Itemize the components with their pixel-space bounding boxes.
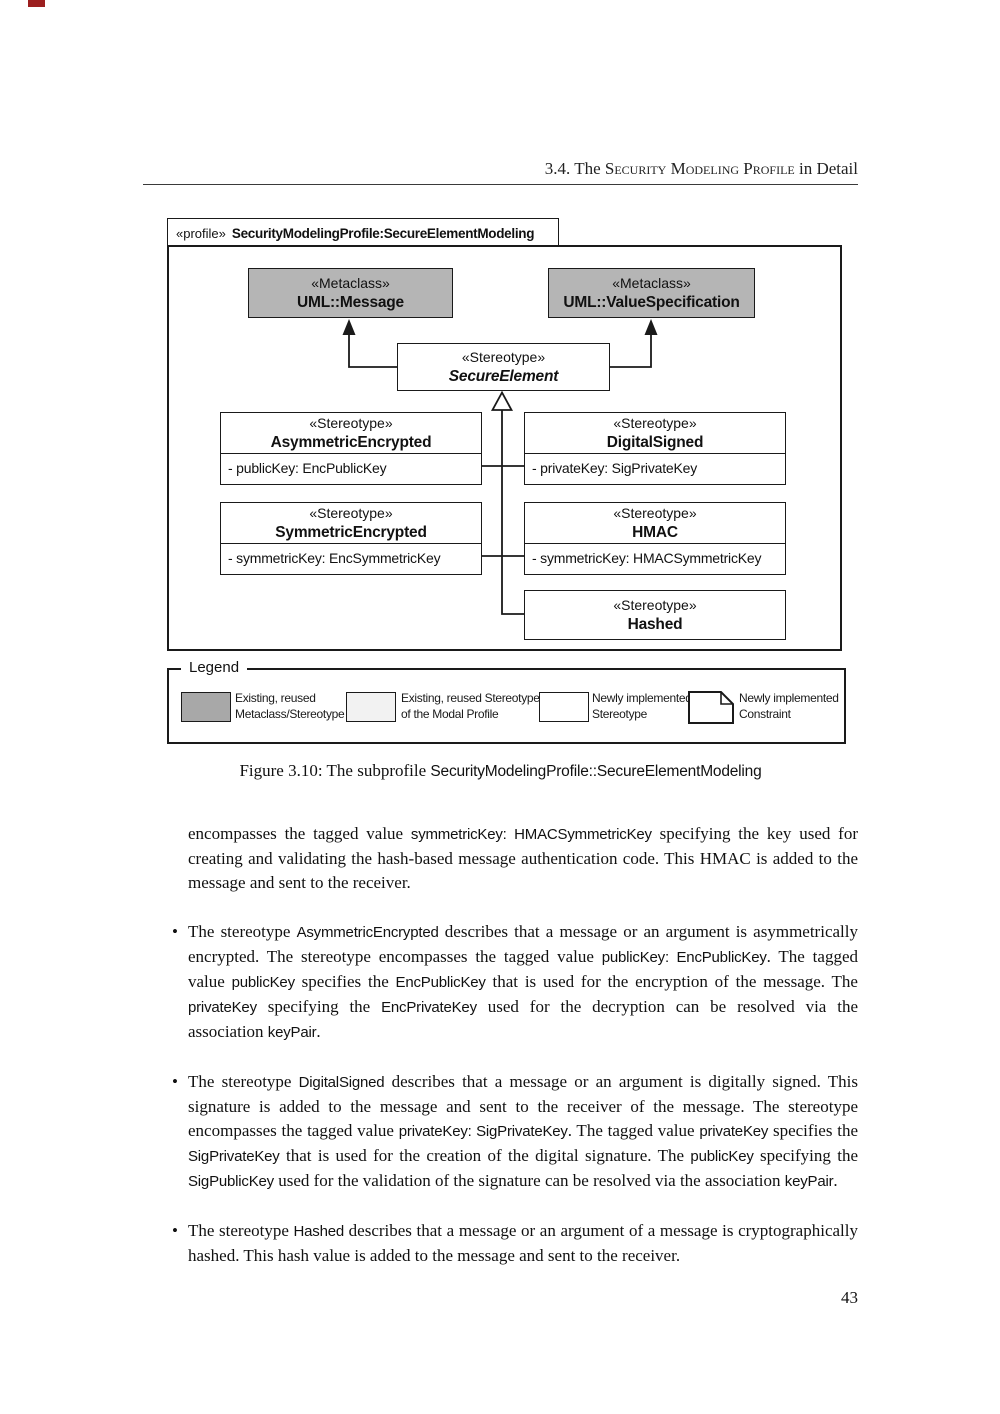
legend-label: Existing, reused Stereotype of the Modal… xyxy=(401,691,540,722)
stereotype-title-compartment: «Stereotype» SymmetricEncrypted xyxy=(221,503,481,543)
legend-label: Existing, reused Metaclass/Stereotype xyxy=(235,691,345,722)
profile-tab: «profile» SecurityModelingProfile:Secure… xyxy=(167,218,559,247)
stereotype-name: HMAC xyxy=(632,524,678,541)
legend-label-line: Metaclass/Stereotype xyxy=(235,706,345,721)
metaclass-name: UML::ValueSpecification xyxy=(563,294,740,311)
stereotype-keyword: «Stereotype» xyxy=(461,349,546,365)
legend-swatch-new-stereotype xyxy=(539,692,589,722)
stereotype-name: AsymmetricEncrypted xyxy=(270,434,432,451)
legend-label: Newly implemented Stereotype xyxy=(592,691,692,722)
bullet-item-hashed: The stereotype Hashed describes that a m… xyxy=(172,1219,858,1268)
scan-artifact xyxy=(28,0,45,7)
stereotype-secure-element: «Stereotype» SecureElement xyxy=(397,343,610,391)
stereotype-hashed: «Stereotype» Hashed xyxy=(524,590,786,640)
stereotype-keyword: «Stereotype» xyxy=(309,505,393,521)
stereotype-asymmetric-encrypted: «Stereotype» AsymmetricEncrypted - publi… xyxy=(220,412,482,485)
stereotype-name: Hashed xyxy=(627,616,683,633)
metaclass-keyword: «Metaclass» xyxy=(612,275,691,291)
metaclass-name: UML::Message xyxy=(297,294,404,311)
bullet-item-digital-signed: The stereotype DigitalSigned describes t… xyxy=(172,1070,858,1194)
stereotype-keyword: «Stereotype» xyxy=(613,597,697,613)
stereotype-name: SymmetricEncrypted xyxy=(275,524,427,541)
stereotype-name: DigitalSigned xyxy=(606,434,704,451)
stereotype-keyword: «Stereotype» xyxy=(613,415,697,431)
running-header: 3.4. The Security Modeling Profile in De… xyxy=(544,159,858,178)
stereotype-keyword: «Stereotype» xyxy=(309,415,393,431)
legend-label-line: Existing, reused xyxy=(235,691,316,705)
page-number: 43 xyxy=(841,1288,858,1307)
header-rule xyxy=(143,184,858,186)
paragraph: encompasses the tagged value symmetricKe… xyxy=(188,824,858,892)
legend-title: Legend xyxy=(181,659,248,676)
legend-label-line: Stereotype xyxy=(592,706,648,721)
legend-swatch-existing-metaclass xyxy=(181,692,231,722)
legend-swatch-existing-stereotype xyxy=(346,692,396,722)
stereotype-attribute: - privateKey: SigPrivateKey xyxy=(525,453,785,482)
stereotype-attribute: - publicKey: EncPublicKey xyxy=(221,453,481,482)
legend-label-line: Newly implemented xyxy=(739,691,839,705)
stereotype-attribute: - symmetricKey: EncSymmetricKey xyxy=(221,543,481,572)
metaclass-keyword: «Metaclass» xyxy=(311,275,390,291)
stereotype-symmetric-encrypted: «Stereotype» SymmetricEncrypted - symmet… xyxy=(220,502,482,575)
profile-name: SecurityModelingProfile:SecureElementMod… xyxy=(231,225,535,241)
stereotype-name: SecureElement xyxy=(448,368,559,385)
legend-note-constraint-icon xyxy=(688,691,734,724)
body-text: encompasses the tagged value symmetricKe… xyxy=(172,822,858,1268)
stereotype-title-compartment: «Stereotype» DigitalSigned xyxy=(525,413,785,453)
stereotype-title-compartment: «Stereotype» AsymmetricEncrypted xyxy=(221,413,481,453)
stereotype-attribute: - symmetricKey: HMACSymmetricKey xyxy=(525,543,785,572)
legend-label: Newly implemented Constraint xyxy=(739,691,839,722)
metaclass-uml-message: «Metaclass» UML::Message xyxy=(248,268,453,318)
metaclass-uml-valuespecification: «Metaclass» UML::ValueSpecification xyxy=(548,268,755,318)
legend: Legend Existing, reused Metaclass/Stereo… xyxy=(167,659,846,744)
legend-label-line: Constraint xyxy=(739,706,791,721)
bullet-item-asymmetric-encrypted: The stereotype AsymmetricEncrypted descr… xyxy=(172,920,858,1045)
legend-label-line: Newly implemented xyxy=(592,691,692,705)
legend-label-line: Existing, reused Stereotype xyxy=(401,691,540,705)
legend-label-line: of the Modal Profile xyxy=(401,706,499,721)
stereotype-keyword: «Stereotype» xyxy=(613,505,697,521)
stereotype-digital-signed: «Stereotype» DigitalSigned - privateKey:… xyxy=(524,412,786,485)
stereotype-title-compartment: «Stereotype» HMAC xyxy=(525,503,785,543)
figure-caption: Figure 3.10: The subprofile SecurityMode… xyxy=(239,761,762,780)
profile-frame xyxy=(167,245,842,651)
stereotype-hmac: «Stereotype» HMAC - symmetricKey: HMACSy… xyxy=(524,502,786,575)
profile-keyword: «profile» xyxy=(176,225,226,241)
